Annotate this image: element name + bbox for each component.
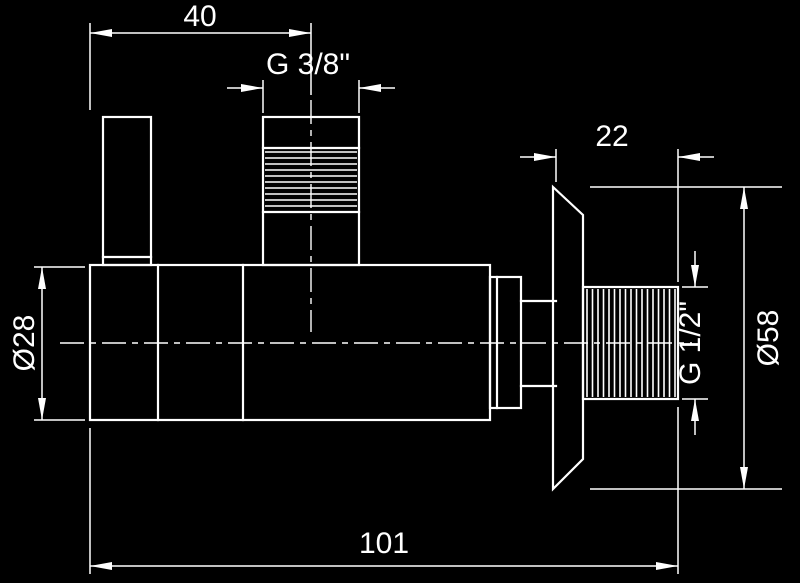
dim-g38 xyxy=(227,80,395,113)
dim-label-riser-thread: G 3/8" xyxy=(266,48,350,81)
dimension-labels: 40 G 3/8" 22 Ø28 G 1/2" Ø58 101 xyxy=(8,0,785,560)
dim-label-flange-diameter: Ø58 xyxy=(752,310,785,367)
outlet-thread xyxy=(581,285,680,401)
dim-40 xyxy=(89,23,312,110)
valve-outline xyxy=(88,115,680,492)
dim-22 xyxy=(520,149,714,282)
riser-thread-hatch xyxy=(265,151,357,207)
dim-g12 xyxy=(682,251,708,435)
dimension-lines xyxy=(34,23,782,574)
riser-pipe xyxy=(261,115,361,267)
dim-d58 xyxy=(590,186,782,490)
dim-d28 xyxy=(34,266,85,421)
valve-handle xyxy=(101,115,153,267)
dim-label-outlet-thread: G 1/2" xyxy=(674,301,707,385)
dim-101 xyxy=(89,407,679,574)
wall-flange xyxy=(551,184,585,492)
wall-neck xyxy=(519,299,558,388)
outlet-thread-hatch xyxy=(586,289,676,397)
dim-label-overall-length: 101 xyxy=(359,527,409,560)
dim-label-offset: 22 xyxy=(595,120,628,153)
dim-label-body-diameter: Ø28 xyxy=(8,315,41,372)
dim-label-width-top: 40 xyxy=(183,0,216,33)
